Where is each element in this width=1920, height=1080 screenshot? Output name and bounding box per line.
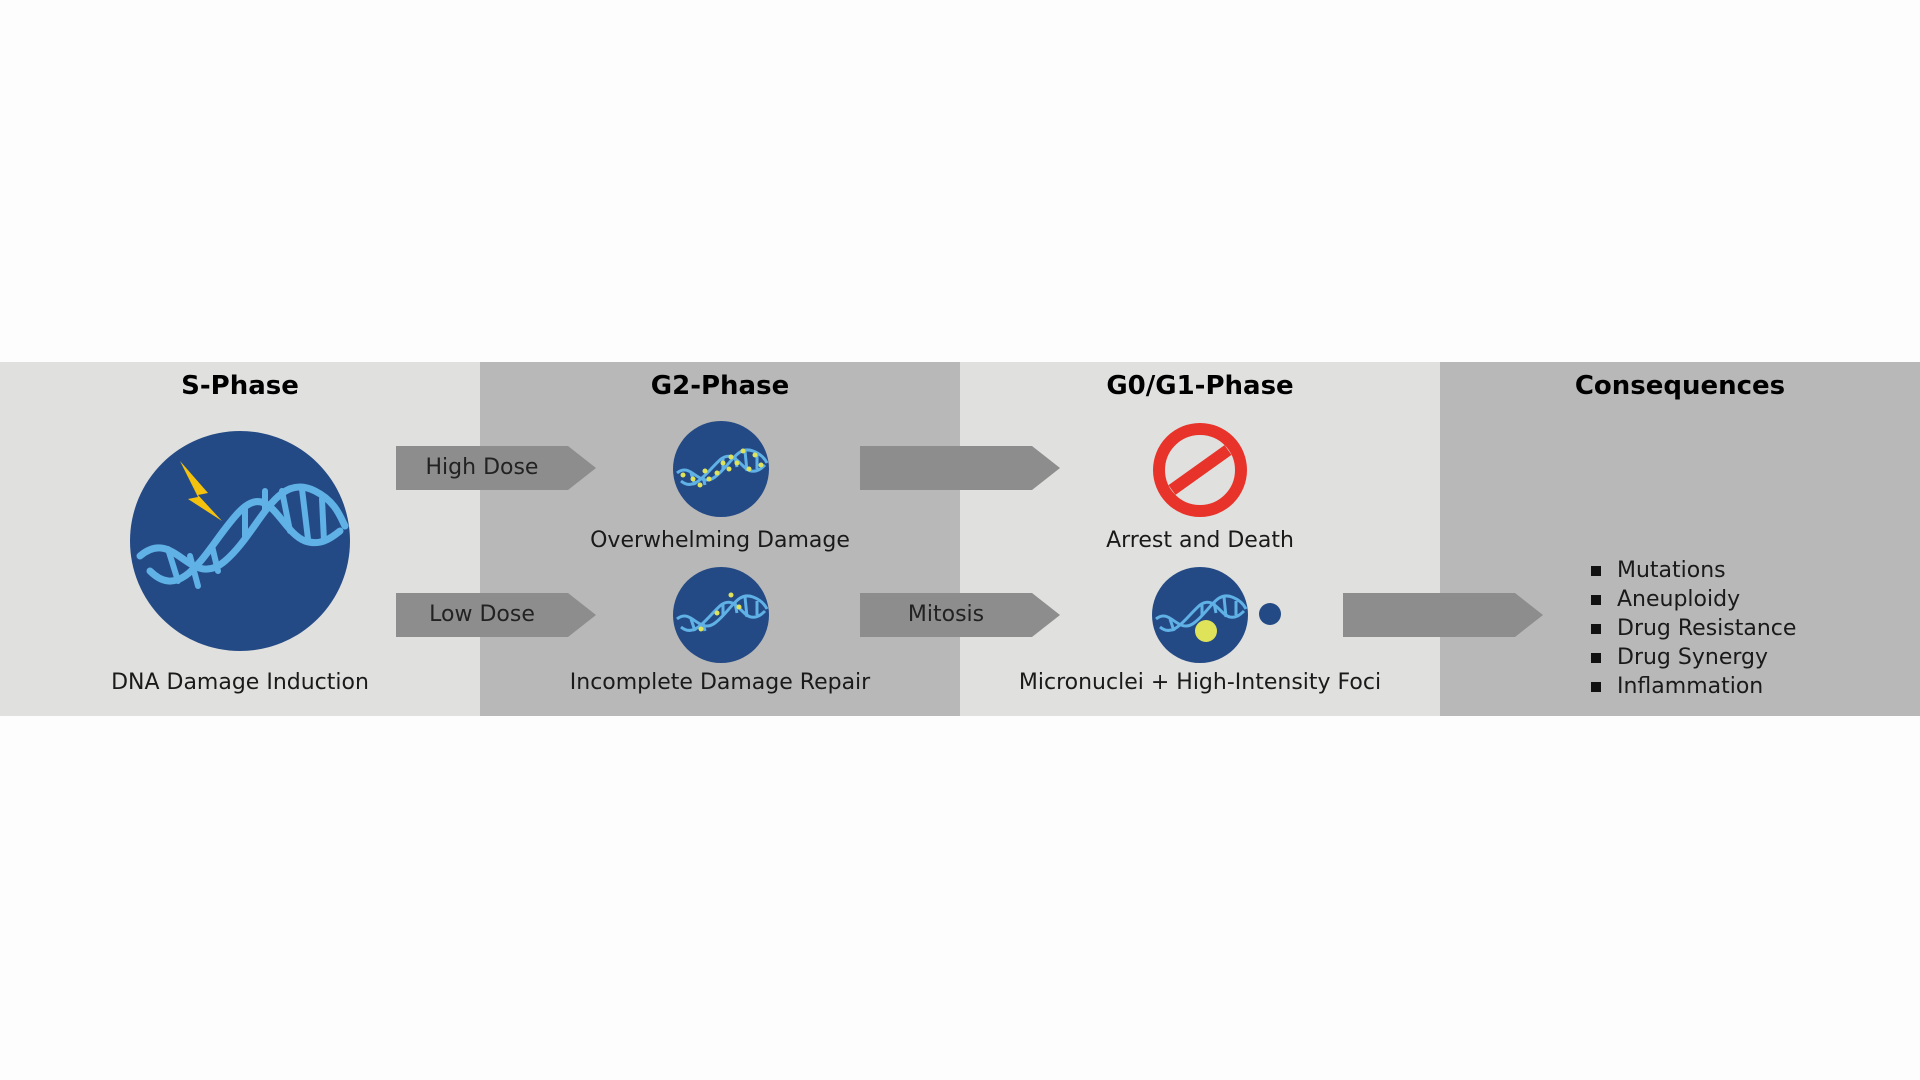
s-phase-title: S-Phase <box>181 371 299 401</box>
bullet-square-icon <box>1591 594 1601 605</box>
consequence-label: Drug Resistance <box>1617 616 1797 641</box>
bullet-square-icon <box>1591 652 1601 663</box>
consequences-arrow <box>1343 593 1543 637</box>
high-dose-label: High Dose <box>425 455 539 480</box>
consequences-list: Mutations Aneuploidy Drug Resistance Dru… <box>1591 556 1796 701</box>
consequences-title: Consequences <box>1574 371 1786 401</box>
consequences-panel <box>1440 362 1920 716</box>
list-item: Inflammation <box>1591 672 1796 701</box>
list-item: Mutations <box>1591 556 1796 585</box>
bullet-square-icon <box>1591 623 1601 634</box>
list-item: Drug Synergy <box>1591 643 1796 672</box>
mitosis-arrow: Mitosis <box>860 593 1060 637</box>
list-item: Aneuploidy <box>1591 585 1796 614</box>
dna-micronucleus-icon <box>1152 567 1248 663</box>
dna-light-damage-icon <box>673 567 769 663</box>
g0g1-phase-title: G0/G1-Phase <box>1106 371 1294 401</box>
incomplete-repair-caption: Incomplete Damage Repair <box>569 670 871 695</box>
consequence-label: Aneuploidy <box>1617 587 1741 612</box>
prohibited-icon <box>1153 423 1247 517</box>
consequence-label: Drug Synergy <box>1617 645 1768 670</box>
consequence-label: Mutations <box>1617 558 1726 583</box>
low-dose-label: Low Dose <box>429 602 535 627</box>
dna-heavy-damage-icon <box>673 421 769 517</box>
micronucleus-dot-icon <box>1259 603 1281 625</box>
arrest-arrow-label <box>860 446 1032 490</box>
overwhelming-damage-caption: Overwhelming Damage <box>590 528 850 553</box>
dna-damage-induction-caption: DNA Damage Induction <box>111 670 369 695</box>
bullet-square-icon <box>1591 565 1601 576</box>
mitosis-label: Mitosis <box>907 602 985 627</box>
high-dose-arrow: High Dose <box>396 446 596 490</box>
low-dose-arrow: Low Dose <box>396 593 596 637</box>
arrest-arrow <box>860 446 1060 490</box>
consequence-label: Inflammation <box>1617 674 1764 699</box>
consequences-arrow-label <box>1343 593 1515 637</box>
dna-lightning-icon <box>130 431 350 651</box>
g2-phase-title: G2-Phase <box>650 371 790 401</box>
list-item: Drug Resistance <box>1591 614 1796 643</box>
arrest-death-caption: Arrest and Death <box>1106 528 1294 553</box>
micronuclei-caption: Micronuclei + High-Intensity Foci <box>1018 670 1382 695</box>
bullet-square-icon <box>1591 681 1601 692</box>
